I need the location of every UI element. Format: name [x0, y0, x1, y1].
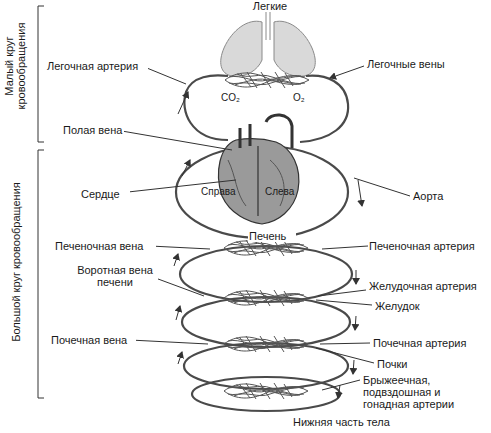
part-label: Аорта — [412, 190, 464, 202]
lungs — [221, 10, 316, 76]
part-label: Слева — [264, 186, 295, 198]
part-label: Легочные вены — [366, 58, 478, 70]
part-label: Воротная вена печени — [72, 264, 158, 288]
bracket — [38, 6, 44, 398]
part-label: Печеночная вена — [54, 240, 156, 252]
leader-line — [116, 66, 410, 390]
part-label: Желудок — [374, 300, 436, 312]
part-label: Брыжеечная, подвздошная и гонадная артер… — [362, 374, 488, 410]
part-label: Легочная артерия — [46, 60, 148, 72]
part-label: Нижняя часть тела — [292, 416, 404, 428]
heart — [218, 115, 298, 224]
part-label: Почечная артерия — [372, 337, 488, 349]
part-label: Полая вена — [62, 124, 124, 136]
part-label: Легкие — [246, 0, 294, 12]
vessel-loop — [176, 75, 352, 411]
part-label: Почечная вена — [50, 334, 136, 346]
bracket-label: Большой круг кровообращения — [10, 176, 22, 348]
part-label: Печеночная артерия — [368, 240, 488, 252]
part-label: Сердце — [80, 188, 130, 200]
part-label: O₂ — [292, 92, 306, 104]
part-label: Справа — [200, 186, 237, 198]
capillary-bed — [224, 72, 309, 399]
bracket-label: Малый круг кровообращения — [3, 5, 27, 127]
part-label: Желудочная артерия — [368, 280, 488, 292]
part-label: CO₂ — [220, 92, 241, 104]
part-label: Почки — [376, 358, 428, 370]
part-label: Печень — [248, 230, 296, 242]
